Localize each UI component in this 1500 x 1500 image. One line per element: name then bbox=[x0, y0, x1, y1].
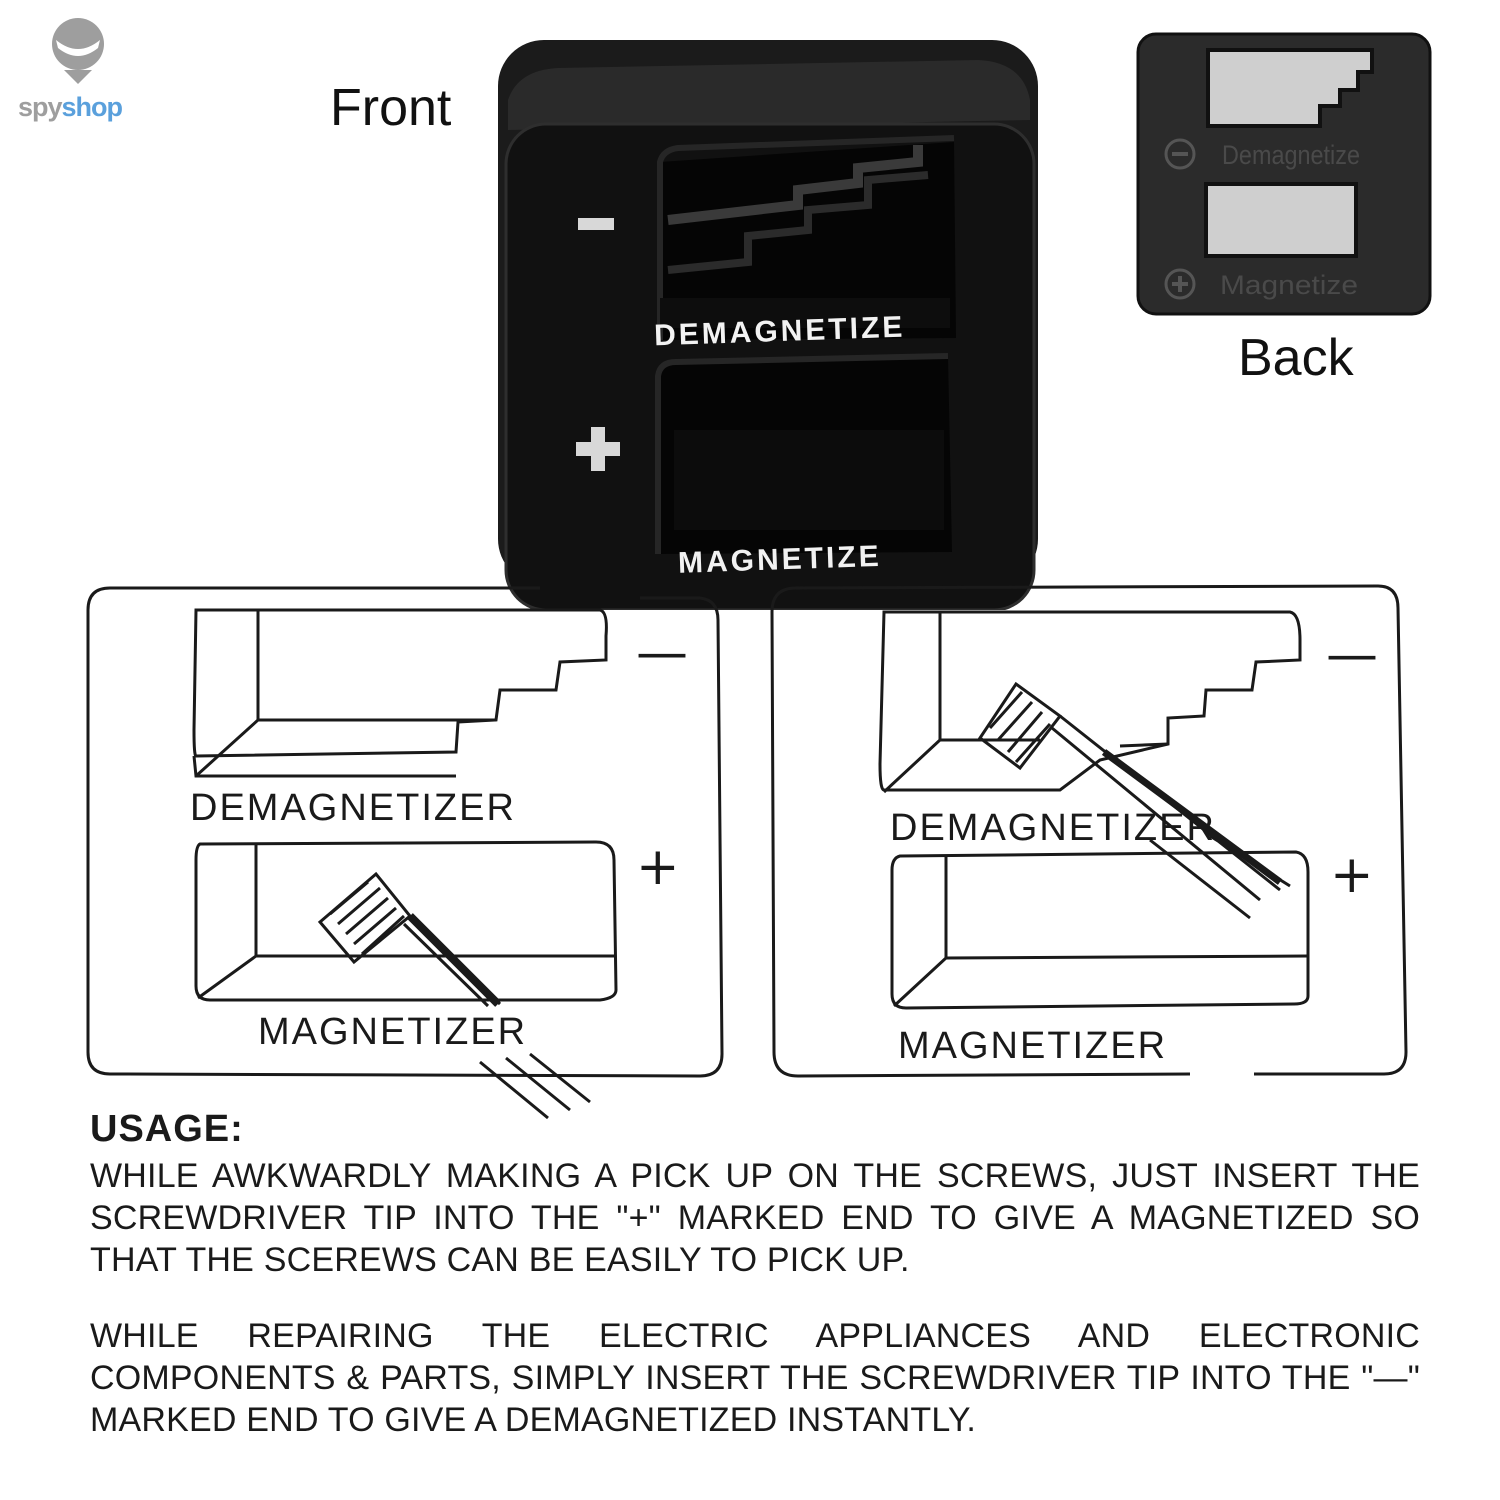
spyshop-logo: spyshop bbox=[18, 14, 148, 124]
instruction-diagrams: — + — + DEMAGNETIZER MAGNETIZER DEMAGNET… bbox=[0, 570, 1500, 1130]
front-device-photo: DEMAGNETIZE MAGNETIZE bbox=[478, 40, 1038, 612]
back-magnetize-label: Magnetize bbox=[1220, 270, 1358, 300]
left-plus-sign: + bbox=[636, 837, 680, 897]
front-magnetize-label: MAGNETIZE bbox=[678, 540, 883, 580]
back-demagnetize-label: Demagnetize bbox=[1222, 140, 1360, 170]
right-demagnetizer-label: DEMAGNETIZER bbox=[890, 807, 1216, 849]
right-minus-sign: — bbox=[1326, 625, 1378, 685]
usage-paragraph-1: WHILE AWKWARDLY MAKING A PICK UP ON THE … bbox=[90, 1157, 1420, 1279]
usage-paragraph-2: WHILE REPAIRING THE ELECTRIC APPLIANCES … bbox=[90, 1317, 1420, 1439]
usage-section: USAGE: WHILE AWKWARDLY MAKING A PICK UP … bbox=[90, 1108, 1420, 1475]
back-minus-icon bbox=[1164, 138, 1196, 170]
back-plus-icon bbox=[1164, 268, 1196, 300]
brand-shop: shop bbox=[61, 92, 123, 122]
minus-sign-mark bbox=[578, 218, 614, 230]
brand-wordmark: spyshop bbox=[18, 92, 123, 123]
brand-spy: spy bbox=[18, 92, 63, 122]
left-minus-sign: — bbox=[636, 623, 688, 683]
usage-heading: USAGE: bbox=[90, 1108, 244, 1150]
back-device-photo: Demagnetize Magnetize bbox=[1136, 32, 1432, 316]
left-demagnetizer-label: DEMAGNETIZER bbox=[190, 787, 516, 829]
right-magnetizer-label: MAGNETIZER bbox=[898, 1025, 1167, 1067]
plus-sign-mark bbox=[576, 427, 620, 471]
back-label: Back bbox=[1238, 329, 1354, 387]
left-magnetizer-label: MAGNETIZER bbox=[258, 1011, 527, 1053]
spy-mascot-icon bbox=[52, 18, 104, 84]
front-label: Front bbox=[330, 79, 452, 137]
right-plus-sign: + bbox=[1330, 845, 1374, 905]
